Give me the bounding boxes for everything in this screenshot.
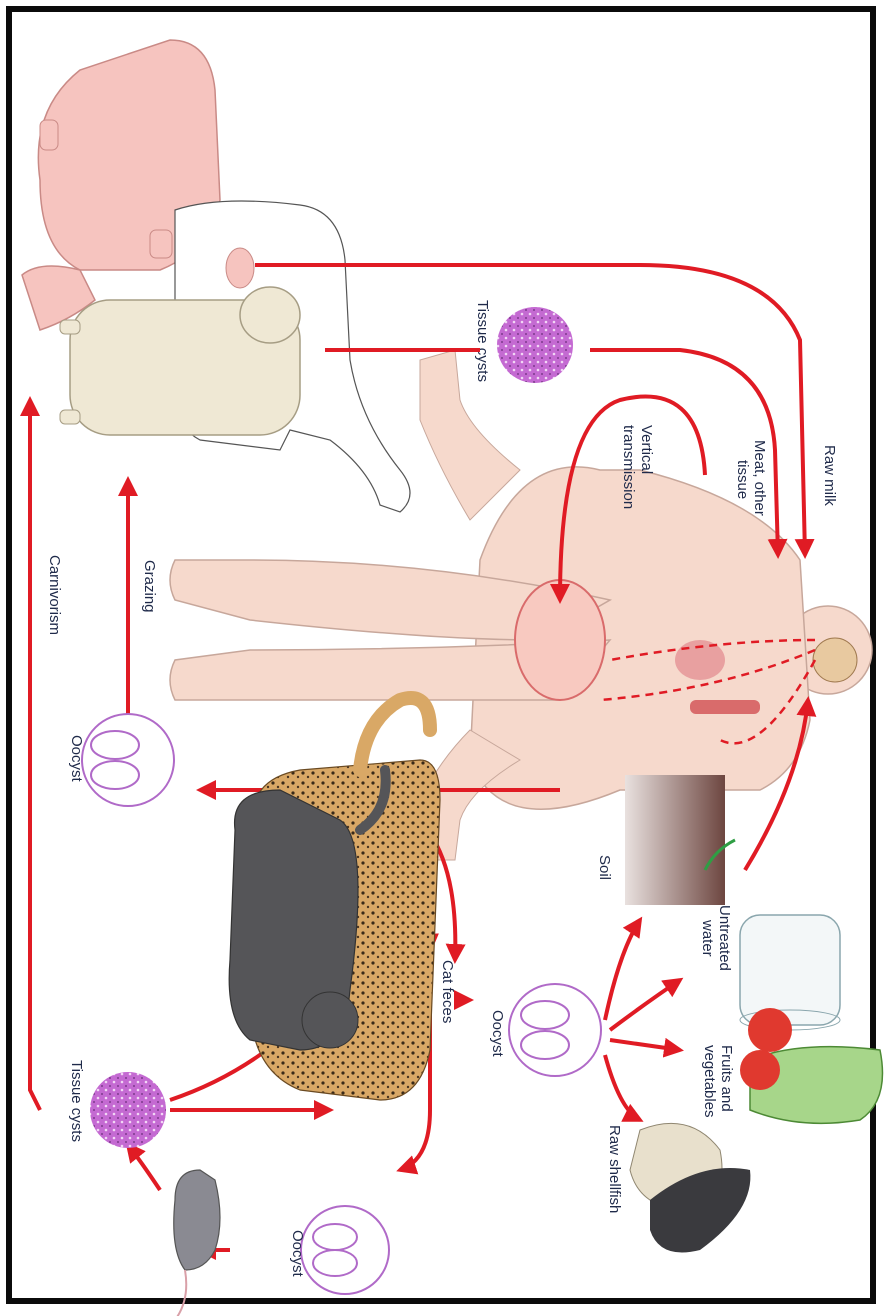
raw-shellfish-label: Raw shellfish — [606, 1125, 623, 1213]
carnivorism-label: Carnivorism — [46, 555, 63, 635]
oocyst-to-soil-arrow — [605, 920, 640, 1020]
mouse-illustration — [174, 1170, 220, 1316]
oocyst-to-fruits-arrow — [610, 1040, 680, 1050]
fruits-label-line2: vegetables — [701, 1045, 718, 1118]
oocyst-center-label: Oocyst — [489, 1010, 506, 1058]
oocyst-bottom-label: Oocyst — [289, 1230, 306, 1278]
water-glass-illustration — [740, 915, 840, 1030]
fruits-label-line1: Fruits and — [718, 1045, 735, 1112]
tissue-cysts-bottom-label: Tissue cysts — [68, 1060, 85, 1142]
oocyst-to-water-arrow — [610, 980, 680, 1030]
soil-label: Soil — [596, 855, 613, 880]
vertical-label-line1: Vertical — [638, 425, 655, 474]
meat-label-line1: Meat, other — [751, 440, 768, 516]
mouse-to-cyst-arrow — [128, 1145, 160, 1190]
vertical-label-line2: transmission — [620, 425, 637, 509]
oocyst-to-shellfish-arrow — [605, 1055, 640, 1120]
grazing-label: Grazing — [141, 560, 158, 613]
meat-label-line2: tissue — [734, 460, 751, 499]
cat-feces-label: Cat feces — [439, 960, 456, 1023]
shellfish-illustration — [630, 1123, 750, 1252]
tissue-cysts-top-label: Tissue cysts — [474, 300, 491, 382]
oocyst-center — [509, 984, 601, 1076]
untreated-water-line2: water — [699, 919, 716, 957]
soil-block — [625, 775, 735, 905]
carnivorism-arrow — [30, 400, 40, 1110]
untreated-water-line1: Untreated — [716, 905, 733, 971]
oocyst-bottom — [301, 1206, 389, 1294]
raw-milk-label: Raw milk — [821, 445, 838, 506]
oocyst-left-label: Oocyst — [68, 735, 85, 783]
sheep-illustration — [60, 287, 300, 435]
tissue-cyst-bottom — [90, 1072, 166, 1148]
tissue-cyst-top — [497, 307, 573, 383]
oocyst-left — [82, 714, 174, 806]
